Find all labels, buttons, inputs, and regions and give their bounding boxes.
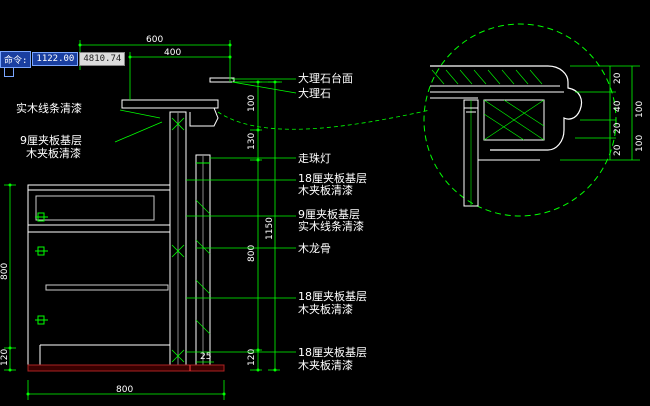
dim-800-left: 800 — [0, 263, 10, 280]
detail-dim-100b: 100 — [635, 135, 645, 152]
detail-callout-curve — [217, 109, 431, 130]
dim-120-right: 120 — [247, 349, 257, 366]
handle-group — [35, 212, 48, 325]
detail-dimension-texts: 20 40 20 20 100 100 — [613, 72, 645, 156]
label-marble-top: 大理石台面 — [298, 71, 353, 85]
dim-1150: 1150 — [265, 217, 275, 240]
drawer-box — [35, 195, 155, 221]
counter-profile — [160, 107, 219, 127]
dim-800-bottom: 800 — [116, 385, 133, 395]
detail-dim-40: 40 — [613, 100, 623, 112]
front-panel-hatch — [195, 199, 211, 335]
command-prompt-label: 命令: — [0, 50, 32, 68]
dimension-ticks — [8, 43, 277, 396]
detail-marble-profile — [430, 65, 583, 151]
dim-25: 25 — [200, 352, 211, 362]
leader-lines — [114, 78, 297, 353]
label-wood-veneer-3: 木夹板清漆 — [298, 302, 353, 316]
label-wood-veneer-4: 木夹板清漆 — [298, 358, 353, 372]
dim-100: 100 — [247, 95, 257, 112]
shelf-rail — [45, 284, 169, 291]
dim-400: 400 — [164, 48, 181, 58]
label-solid-wood-trim-2: 实木线条清漆 — [298, 219, 364, 233]
crosshair-cursor-icon — [4, 67, 14, 77]
dim-120-left: 120 — [0, 349, 10, 366]
detail-block-hatch — [483, 99, 545, 141]
label-ply18-base-1: 18厘夹板基层 — [298, 171, 367, 185]
label-ply18-base-2: 18厘夹板基层 — [298, 289, 367, 303]
cabinet-body — [27, 184, 171, 366]
dim-600: 600 — [146, 35, 163, 45]
detail-wood-block — [483, 99, 545, 141]
detail-dimension-lines — [560, 65, 640, 161]
label-ply9-base-2: 9厘夹板基层 — [298, 207, 360, 221]
label-wood-veneer-2: 木夹板清漆 — [298, 183, 353, 197]
detail-dim-20b: 20 — [613, 122, 623, 134]
kick-plate — [27, 364, 225, 372]
y-coordinate-field[interactable]: 4810.74 — [79, 52, 126, 66]
detail-view: 20 40 20 20 100 100 — [423, 23, 645, 217]
label-ply9-base: 9厘夹板基层 — [20, 133, 82, 147]
x-coordinate-field[interactable]: 1122.00 — [32, 52, 79, 66]
detail-marble-hatch — [431, 69, 543, 85]
command-input-bar[interactable]: 命令: 1122.00 4810.74 — [0, 50, 126, 68]
dimension-lines — [4, 40, 282, 400]
marble-top-slab — [209, 77, 235, 83]
label-solid-wood-trim: 实木线条清漆 — [16, 101, 82, 115]
dim-130: 130 — [247, 133, 257, 150]
upper-counter — [121, 99, 219, 109]
label-bead-light: 走珠灯 — [298, 151, 331, 165]
column-bracing — [171, 117, 185, 363]
label-marble: 大理石 — [298, 86, 331, 100]
dimension-texts: 600 400 100 130 800 1150 120 800 120 25 … — [0, 35, 275, 395]
detail-dim-100a: 100 — [635, 101, 645, 118]
dim-800-right: 800 — [247, 245, 257, 262]
label-wood-keel: 木龙骨 — [298, 242, 331, 255]
label-wood-veneer: 木夹板清漆 — [26, 146, 81, 160]
detail-dim-20a: 20 — [613, 72, 623, 84]
label-ply18-base-3: 18厘夹板基层 — [298, 345, 367, 359]
cabinet-section — [27, 77, 235, 372]
annotation-labels: 大理石台面 大理石 实木线条清漆 9厘夹板基层 木夹板清漆 走珠灯 18厘夹板基… — [16, 71, 367, 372]
detail-dim-20c: 20 — [613, 144, 623, 156]
